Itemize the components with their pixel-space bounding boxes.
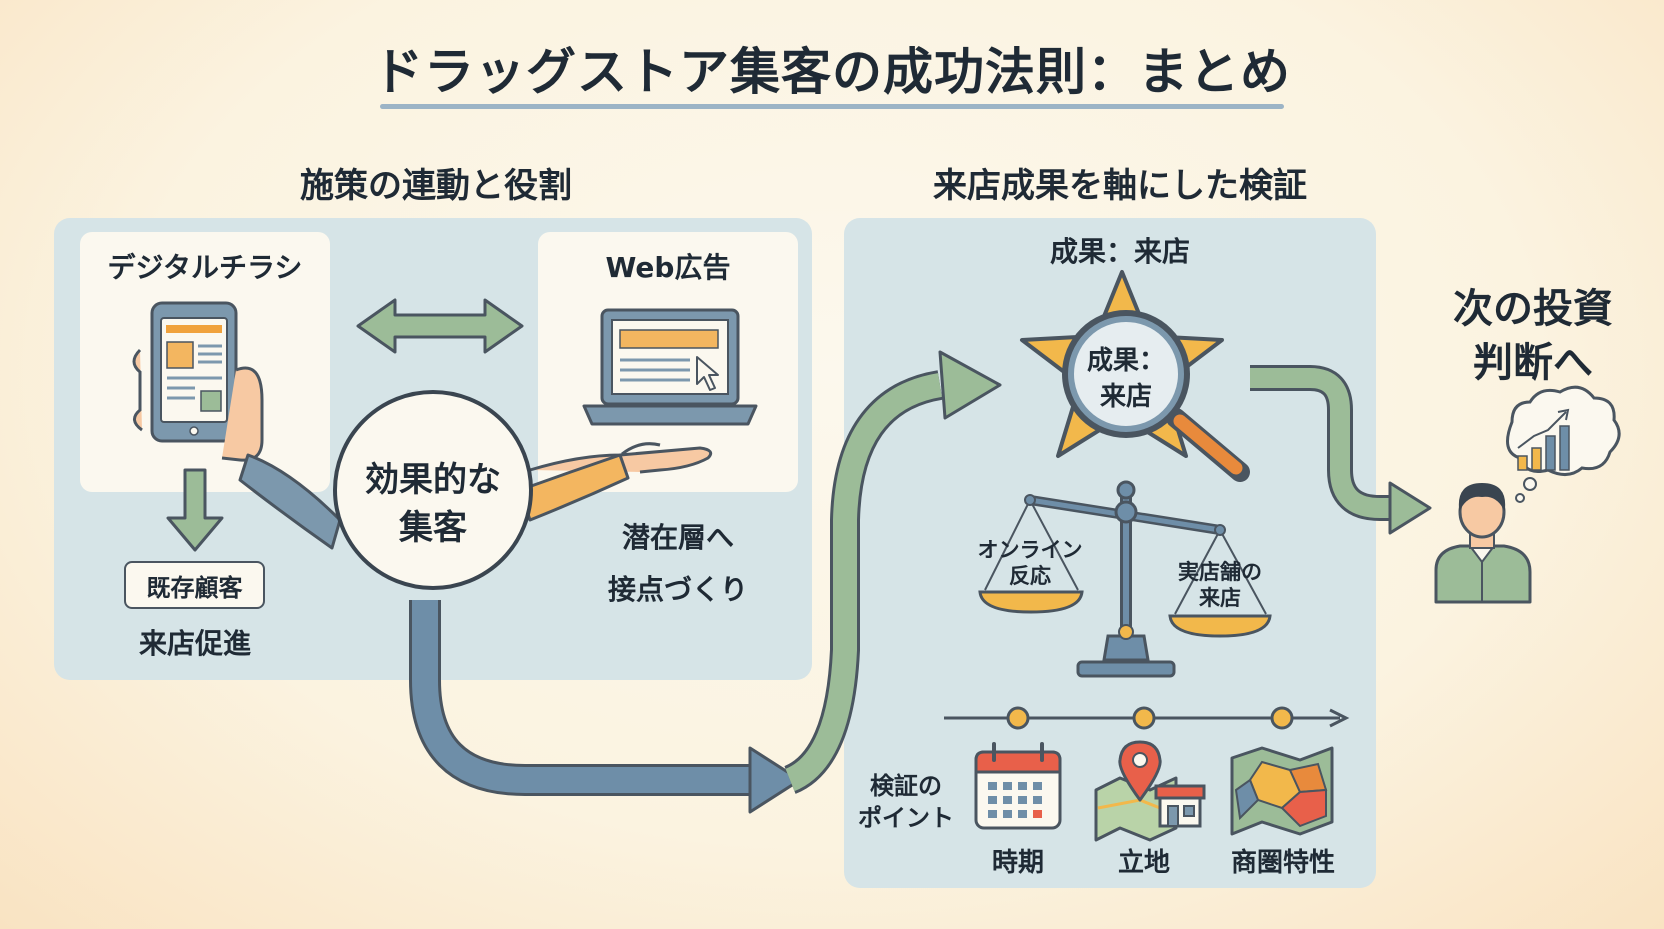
green-next-arrow xyxy=(1250,365,1432,535)
laptop-icon xyxy=(582,308,758,426)
next-label-line2: 判断へ xyxy=(1473,340,1593,386)
check-points-line2: ポイント xyxy=(858,804,954,832)
hand-left-icon xyxy=(221,366,342,550)
digital-flyer-label: デジタルチラシ xyxy=(107,251,303,284)
person-icon xyxy=(1434,482,1532,604)
center-circle xyxy=(333,390,533,590)
center-label-line2: 集客 xyxy=(399,508,467,548)
area-map-icon xyxy=(1230,746,1334,836)
double-arrow xyxy=(356,298,524,354)
web-ad-label: Web広告 xyxy=(605,251,731,284)
point-timing-label: 時期 xyxy=(991,848,1044,878)
hand-right-icon xyxy=(518,442,713,522)
next-label-line1: 次の投資 xyxy=(1453,286,1613,332)
store-icon xyxy=(1154,784,1206,828)
right-section-title: 来店成果を軸にした検証 xyxy=(933,166,1307,206)
timeline xyxy=(944,706,1350,730)
balance-scale-icon xyxy=(978,480,1272,678)
center-label-line1: 効果的な xyxy=(365,460,501,500)
smartphone-icon xyxy=(132,301,238,443)
star-label-line2: 来店 xyxy=(1099,382,1152,412)
green-rise-arrow xyxy=(783,350,1002,794)
page-title: ドラッグストア集客の成功法則：まとめ xyxy=(373,43,1291,101)
title-underline xyxy=(380,104,1284,109)
bar-chart-icon xyxy=(1517,408,1570,471)
magnifier-icon xyxy=(1062,310,1250,482)
touchpoint-label: 接点づくり xyxy=(607,573,748,606)
down-arrow xyxy=(166,468,224,552)
potential-layer-label: 潜在層へ xyxy=(621,521,734,554)
visit-promotion-label: 来店促進 xyxy=(138,627,251,660)
result-header: 成果：来店 xyxy=(1049,235,1190,268)
calendar-icon xyxy=(974,742,1062,830)
online-response-line2: 反応 xyxy=(1009,564,1051,588)
star-label-line1: 成果： xyxy=(1086,346,1165,376)
check-points-line1: 検証の xyxy=(870,772,942,800)
point-trade-area-label: 商圏特性 xyxy=(1230,848,1335,878)
left-section-title: 施策の連動と役割 xyxy=(300,166,572,206)
existing-customer-tag: 既存顧客 xyxy=(124,561,265,609)
cursor-icon xyxy=(696,356,719,391)
point-location-label: 立地 xyxy=(1117,848,1170,878)
online-response-line1: オンライン xyxy=(977,538,1083,562)
store-visit-line1: 実店舗の xyxy=(1178,560,1262,584)
store-visit-line2: 来店 xyxy=(1199,586,1241,610)
blue-flow-arrow xyxy=(409,600,802,814)
